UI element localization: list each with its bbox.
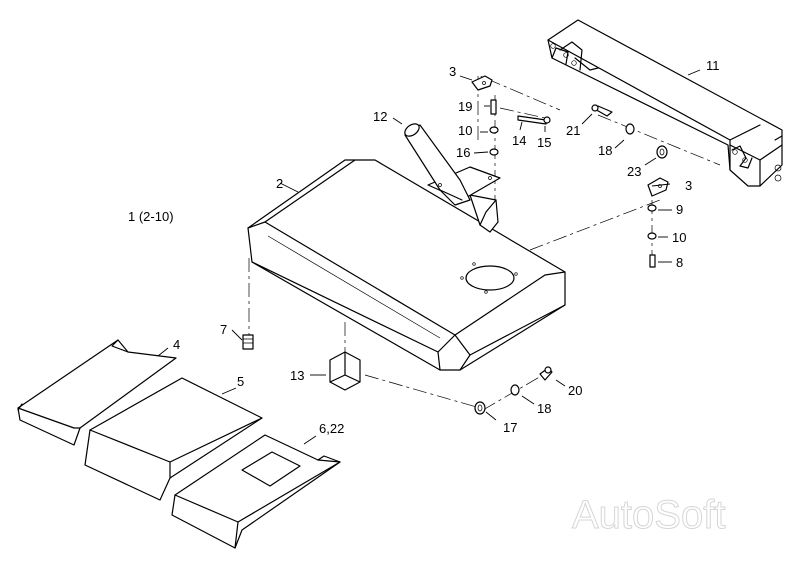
callout-17: 17 <box>503 420 517 435</box>
hardware-right <box>647 177 669 268</box>
callout-13: 13 <box>290 368 304 383</box>
part-6-22-mat <box>171 434 341 549</box>
callout-5: 5 <box>237 374 244 389</box>
part-13-bracket <box>329 351 361 391</box>
callout-3: 3 <box>685 178 692 193</box>
assembly-label: 1 (2-10) <box>128 209 174 224</box>
part-11-bracket-bar <box>547 19 783 187</box>
callout-19: 19 <box>458 99 472 114</box>
callout-2: 2 <box>276 176 283 191</box>
watermark: AutoSoft <box>572 493 725 537</box>
callout-8: 8 <box>676 255 683 270</box>
part-12-filler-neck <box>404 123 501 233</box>
hardware-upper <box>471 75 668 159</box>
callout-23: 23 <box>627 164 641 179</box>
callout-12: 12 <box>373 109 387 124</box>
callout-4: 4 <box>173 337 180 352</box>
leader-lines <box>157 69 701 445</box>
callout-10: 10 <box>672 230 686 245</box>
callout-14: 14 <box>512 133 526 148</box>
hardware-lower <box>474 366 553 415</box>
callout-16: 16 <box>456 145 470 160</box>
callout-18: 18 <box>537 401 551 416</box>
callout-6-22: 6,22 <box>319 421 344 436</box>
callout-18: 18 <box>598 143 612 158</box>
callout-9: 9 <box>676 202 683 217</box>
callout-3: 3 <box>449 64 456 79</box>
part-4-mat <box>17 339 177 446</box>
callout-labels: 1 (2-10) 2 3 3 4 5 6,22 7 8 9 10 10 11 1… <box>128 58 720 436</box>
part-5-mat <box>84 377 263 501</box>
callout-7: 7 <box>220 322 227 337</box>
callout-15: 15 <box>537 135 551 150</box>
callout-21: 21 <box>566 123 580 138</box>
callout-20: 20 <box>568 383 582 398</box>
callout-11: 11 <box>706 58 720 73</box>
part-7-drain-plug <box>242 334 254 350</box>
part-2-main-cover <box>247 159 566 371</box>
callout-10: 10 <box>458 123 472 138</box>
